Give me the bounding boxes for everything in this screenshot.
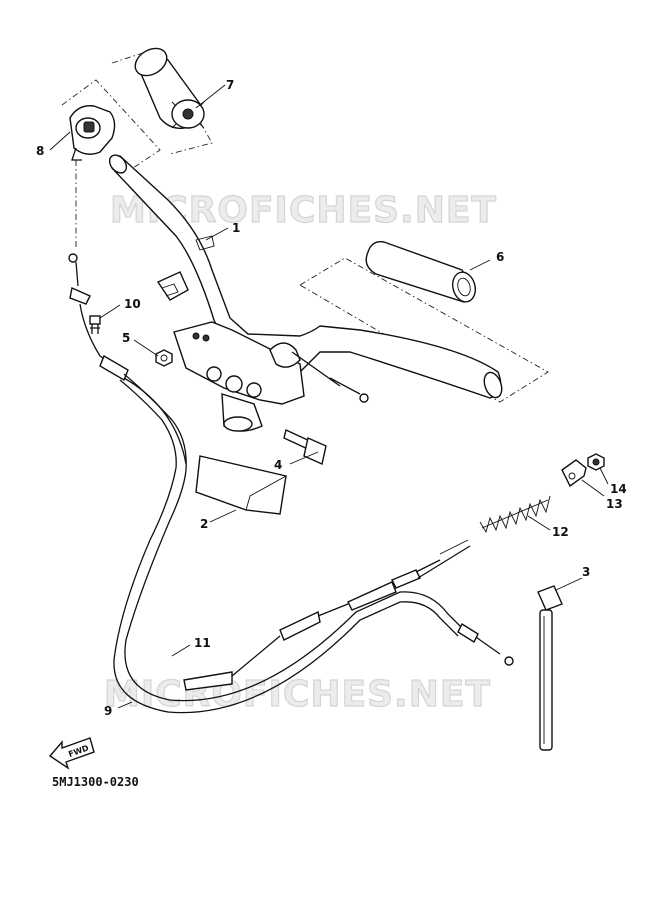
callout-1: 1 xyxy=(232,221,240,235)
callout-4: 4 xyxy=(274,458,282,472)
screw-part xyxy=(89,315,101,334)
callout-labels: 1 2 3 4 5 6 7 8 9 10 11 12 13 14 xyxy=(36,78,627,718)
spring-part xyxy=(479,495,551,534)
callout-3: 3 xyxy=(582,565,590,579)
cover-plate-part xyxy=(195,455,287,515)
watermark-bottom: MICROFICHES.NET xyxy=(104,674,491,715)
throttle-grip-part xyxy=(134,47,205,129)
callout-8: 8 xyxy=(36,144,44,158)
left-grip-part xyxy=(365,241,477,303)
callout-12: 12 xyxy=(552,525,569,539)
bolt-part xyxy=(283,429,327,465)
callout-10: 10 xyxy=(124,297,141,311)
leader-lines xyxy=(49,84,609,709)
handlebar-holder xyxy=(173,321,369,432)
callout-7: 7 xyxy=(226,78,234,92)
throttle-housing-part xyxy=(69,105,116,161)
throttle-cable-upper xyxy=(68,253,187,465)
throttle-cable-routes xyxy=(113,373,514,714)
diagram-code: 5MJ1300-0230 xyxy=(52,775,139,789)
callout-9: 9 xyxy=(104,704,112,718)
callout-14: 14 xyxy=(610,482,627,496)
callout-6: 6 xyxy=(496,250,504,264)
adjuster-parts xyxy=(561,453,605,488)
callout-11: 11 xyxy=(194,636,211,650)
forward-direction-arrow: FWD xyxy=(48,737,95,770)
callout-2: 2 xyxy=(200,517,208,531)
nut-part xyxy=(155,349,173,367)
cable-tie-part xyxy=(537,585,563,751)
callout-5: 5 xyxy=(122,331,130,345)
callout-13: 13 xyxy=(606,497,623,511)
cable-bracket xyxy=(156,271,189,301)
